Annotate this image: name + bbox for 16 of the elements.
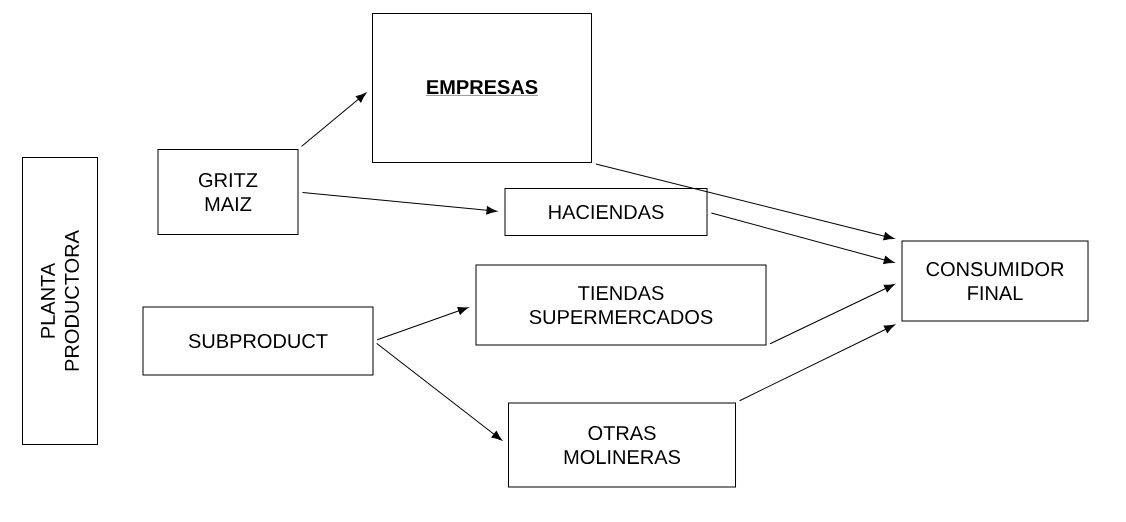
arrow	[739, 324, 895, 402]
arrow	[302, 191, 497, 215]
process-box: HACIENDAS	[504, 188, 708, 236]
process-box: PLANTA PRODUCTORA	[22, 157, 98, 445]
arrow	[595, 163, 895, 241]
arrow	[376, 306, 469, 341]
process-box: TIENDAS SUPERMERCADOS	[475, 264, 767, 346]
process-box: GRITZ MAIZ	[157, 149, 299, 235]
process-box: EMPRESAS	[372, 13, 592, 163]
arrow	[376, 342, 503, 441]
arrow	[710, 212, 895, 264]
arrow	[301, 92, 367, 147]
process-box: SUBPRODUCT	[142, 306, 374, 376]
process-box: CONSUMIDOR FINAL	[901, 240, 1089, 322]
arrow	[769, 284, 895, 345]
process-box: OTRAS MOLINERAS	[508, 402, 736, 488]
